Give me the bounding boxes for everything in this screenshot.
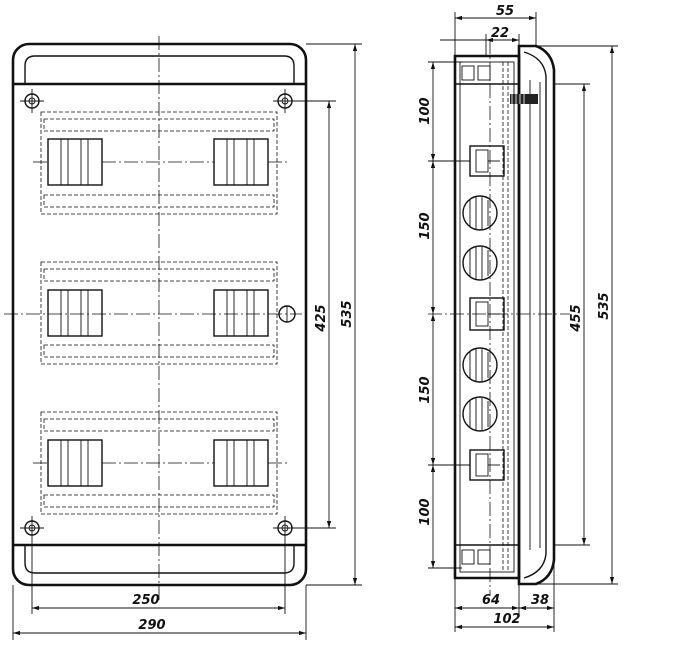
dim-top-offset: 22	[440, 26, 520, 56]
dim-left-chain: 100 150 150 100	[418, 61, 470, 569]
dim-bottom-chain: 64 38 102	[454, 560, 555, 632]
din-row-top	[33, 111, 290, 215]
dim-label-100-bottom: 100	[418, 498, 433, 525]
dim-label-55: 55	[496, 4, 514, 19]
side-view: 55 22 100 150 150 100	[418, 4, 618, 632]
dim-inner-width: 250	[31, 540, 286, 614]
dim-total-width: 290	[12, 585, 307, 640]
knockout-2	[462, 245, 498, 281]
screw-hole-top-left	[20, 89, 44, 113]
dim-side-inner-height: 455	[554, 83, 590, 546]
dim-label-38: 38	[531, 593, 549, 608]
dim-label-102: 102	[493, 612, 520, 627]
din-row-bottom	[33, 411, 290, 515]
dim-total-height: 535	[306, 43, 362, 586]
dim-label-455: 455	[569, 304, 584, 332]
rail-clip-top	[469, 145, 505, 177]
dim-label-535-side: 535	[597, 292, 612, 319]
dim-side-total-height: 535	[536, 45, 618, 585]
dim-label-150-upper: 150	[418, 212, 433, 239]
knockout-3	[462, 347, 498, 383]
dim-label-250: 250	[132, 593, 159, 608]
top-cover	[24, 55, 295, 84]
side-body	[453, 54, 521, 580]
enclosure-outline	[11, 42, 308, 587]
knockout-4	[462, 396, 498, 432]
front-view: 250 290 425 535	[4, 36, 362, 640]
rail-clip-bottom	[469, 449, 505, 481]
screw-hole-bottom-left	[20, 516, 44, 540]
dim-top-depth: 55	[454, 4, 537, 56]
hinge-screw	[510, 94, 538, 104]
knockout-1	[462, 195, 498, 231]
dim-label-290: 290	[138, 618, 165, 633]
dim-label-100-top: 100	[418, 97, 433, 124]
dim-label-150-lower: 150	[418, 376, 433, 403]
dim-label-64: 64	[482, 593, 500, 608]
dim-label-425: 425	[314, 304, 329, 332]
dim-inner-height: 425	[292, 100, 336, 529]
dim-label-22: 22	[491, 26, 509, 41]
bottom-cover	[24, 545, 295, 574]
dim-label-535-front: 535	[340, 300, 355, 327]
side-door	[517, 44, 556, 586]
